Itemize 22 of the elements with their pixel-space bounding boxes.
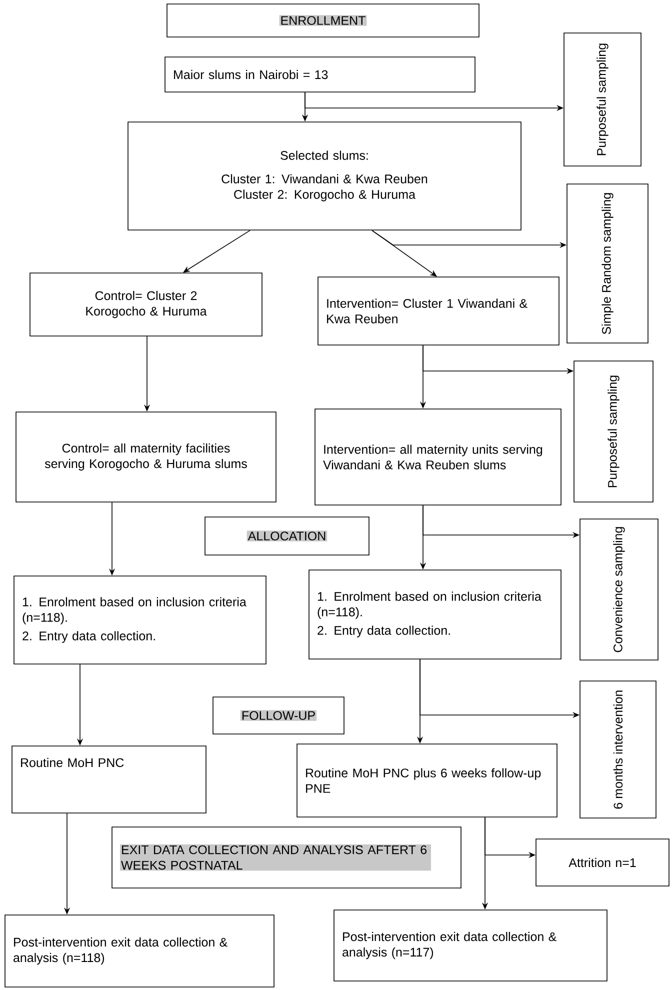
process-box: Post-intervention exit data collection & analysis (n=118) [4, 914, 274, 988]
stage-heading-box: FOLLOW-UP [212, 696, 344, 734]
process-box: 1. Enrolment based on inclusion criteria (n=118). 2. Entry data collection. [14, 576, 266, 664]
stage-heading-box: ENROLLMENT [166, 4, 480, 38]
process-box: 1. Enrolment based on inclusion criteria (n=118). 2. Entry data collection. [308, 570, 562, 660]
process-box: Maior slums in Nairobi = 13 [164, 56, 476, 92]
sampling-method-box: Purposeful sampling [564, 32, 642, 166]
process-box: Post-intervention exit data collection & analysis (n=117) [334, 910, 608, 982]
sampling-method-box: 6 months intervention [580, 680, 656, 818]
sampling-method-box: Purposeful sampling [574, 360, 654, 502]
sampling-method-box: Convenience sampling [580, 518, 658, 660]
process-box: Routine MoH PNC [12, 746, 206, 814]
process-box: Routine MoH PNC plus 6 weeks follow-up PNE [296, 744, 558, 818]
stage-heading-box: ALLOCATION [204, 516, 370, 556]
process-box: Control= all maternity facilities serving Korogocho & Huruma slums [16, 412, 276, 502]
stage-heading-box: EXIT DATA COLLECTION AND ANALYSIS AFTERT 6 WEEKS POSTNATAL [112, 826, 462, 888]
sampling-method-box: Simple Random sampling [566, 184, 648, 344]
process-box: Intervention= Cluster 1 Viwandani & Kwa Reuben [318, 276, 560, 346]
process-box: Intervention= all maternity units serving Viwandani & Kwa Reuben slums [314, 408, 562, 506]
process-box: Attrition n=1 [536, 838, 670, 886]
process-box: Control= Cluster 2 Korogocho & Huruma [30, 272, 262, 336]
process-box: Selected slums: Cluster 1: Viwandani & Kwa Reuben Cluster 2: Korogocho & Huruma [128, 122, 522, 230]
